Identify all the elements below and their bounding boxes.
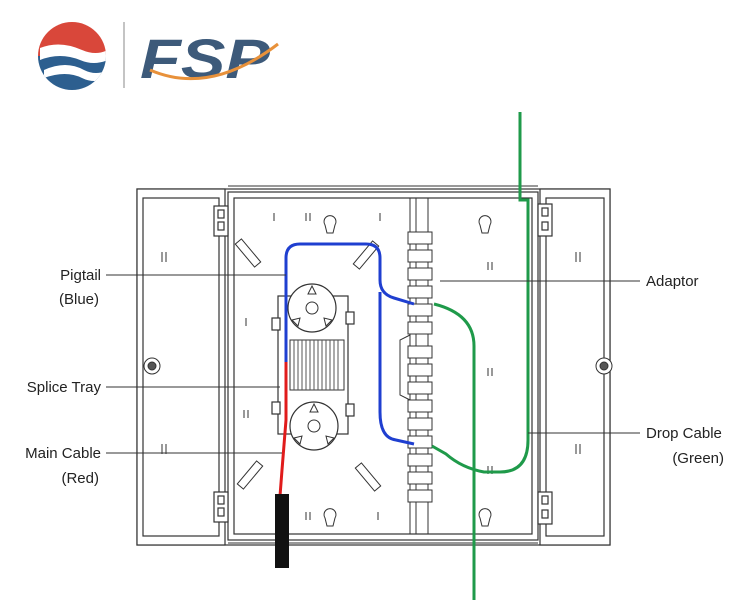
adaptor (407, 453, 433, 467)
hinge-right-top (537, 203, 553, 237)
cable-clips (234, 238, 382, 492)
hinge-left-top (213, 205, 229, 237)
logo-text: FSP (140, 27, 271, 90)
label-drop-cable-color: (Green) (672, 450, 724, 467)
hinge-left-bottom (213, 491, 229, 523)
lock-left-icon (143, 357, 161, 375)
adaptor (407, 363, 433, 377)
adaptor (407, 231, 433, 245)
lock-right-icon (595, 357, 613, 375)
adaptor (407, 471, 433, 485)
spool-top-icon (287, 283, 337, 333)
spool-bottom-icon (289, 401, 339, 451)
drop-cable (431, 112, 530, 600)
leader-lines (106, 274, 640, 454)
main-cable-jacket (275, 494, 289, 568)
pigtail-cable (284, 242, 415, 446)
adaptor (407, 285, 433, 299)
label-pigtail: Pigtail (60, 267, 101, 284)
adaptor (407, 381, 433, 395)
label-main-cable: Main Cable (25, 445, 101, 462)
keyhole-slots (323, 215, 492, 527)
adaptor (407, 399, 433, 413)
hinge-right-bottom (537, 491, 553, 525)
adaptor (407, 417, 433, 431)
label-splice-tray: Splice Tray (27, 379, 102, 396)
logo-emblem-icon (38, 22, 106, 90)
splice-holder (289, 339, 345, 391)
adaptor-column (407, 231, 433, 503)
enclosure (136, 185, 613, 546)
label-pigtail-color: (Blue) (59, 291, 99, 308)
label-main-cable-color: (Red) (61, 470, 99, 487)
label-drop-cable: Drop Cable (646, 425, 722, 442)
adaptor (407, 489, 433, 503)
splice-tray (271, 283, 355, 451)
adaptor (407, 249, 433, 263)
adaptor (407, 321, 433, 335)
adaptor (407, 345, 433, 359)
brand-logo: FSP (38, 22, 279, 90)
adaptor (407, 267, 433, 281)
label-adaptor: Adaptor (646, 273, 699, 290)
main-cable (278, 362, 288, 497)
adaptor (407, 303, 433, 317)
